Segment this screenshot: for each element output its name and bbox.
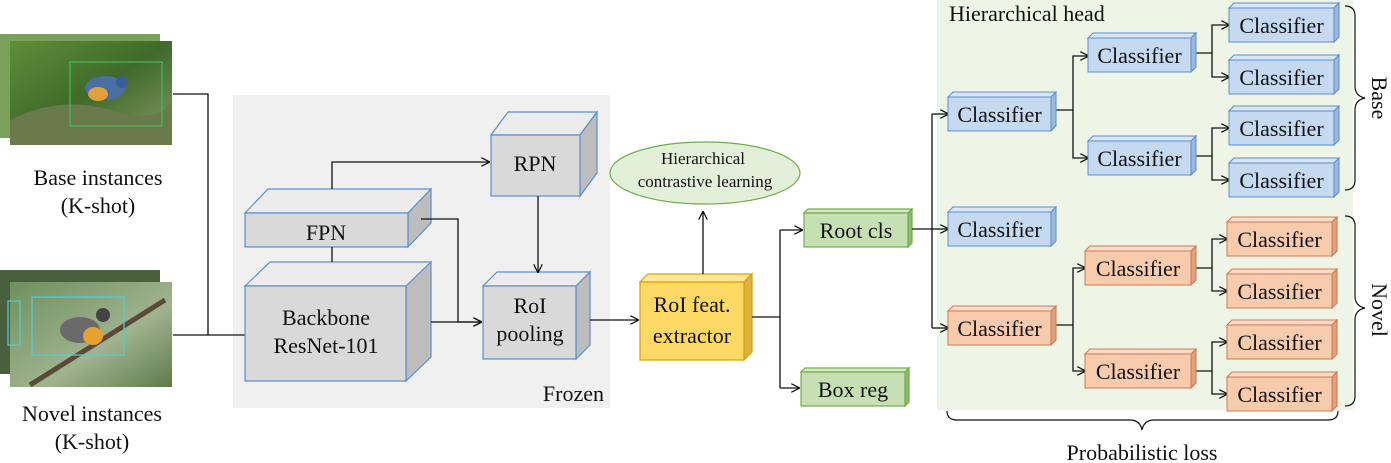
frozen-label: Frozen <box>543 381 604 406</box>
leaf-arrow-4 <box>1211 156 1229 180</box>
fpn-label: FPN <box>306 220 346 245</box>
backbone-label: Backbone <box>282 305 370 330</box>
classifier-label: Classifier <box>957 217 1042 242</box>
root-cls-block <box>802 207 914 249</box>
roi-pooling-label: RoI <box>514 293 547 318</box>
classifier-base-leaf-3: Classifier <box>1227 104 1341 147</box>
roi-extractor-label-2: extractor <box>653 323 732 348</box>
leaf-arrow-5 <box>1195 239 1227 269</box>
classifier-novel-leaf-4: Classifier <box>1225 370 1339 413</box>
classifier-label: Classifier <box>1239 65 1324 90</box>
classifier-base-leaf-4: Classifier <box>1227 156 1341 199</box>
contrastive-label-2: contrastive learning <box>638 172 773 191</box>
classifier-label: Classifier <box>1096 359 1181 384</box>
rpn-label: RPN <box>514 151 557 176</box>
classifier-novel-l2b: Classifier <box>1083 347 1198 390</box>
classifier-novel-leaf-1: Classifier <box>1225 215 1339 258</box>
classifier-novel-l2a: Classifier <box>1083 244 1198 287</box>
base-instances-label: Base instances <box>34 165 163 190</box>
fpn-block <box>243 187 433 249</box>
classifier-label: Classifier <box>1237 382 1322 407</box>
classifier-label: Classifier <box>1237 227 1322 252</box>
fpn-to-rpn-arrow <box>331 162 489 189</box>
rpn-block <box>489 110 599 198</box>
classifier-novel-leaf-3: Classifier <box>1225 318 1339 361</box>
classifier-label: Classifier <box>1097 146 1182 171</box>
backbone-block <box>243 260 433 383</box>
classifier-label: Classifier <box>957 102 1042 127</box>
roi-pooling-block <box>481 270 592 361</box>
novel-l1-down-arrow <box>1072 325 1085 371</box>
classifier-label: Classifier <box>1097 43 1182 68</box>
classifier-label: Classifier <box>1239 168 1324 193</box>
hierarchical-head-title: Hierarchical head <box>949 1 1105 26</box>
classifier-base-leaf-1: Classifier <box>1227 1 1341 44</box>
base-l1-up-arrow <box>1055 56 1088 111</box>
leaf-arrow-1 <box>1195 25 1229 54</box>
leaf-arrow-6 <box>1211 268 1227 291</box>
backbone-model-label: ResNet-101 <box>273 333 378 358</box>
classifier-base-l2b: Classifier <box>1086 134 1198 177</box>
classifier-label: Classifier <box>1237 330 1322 355</box>
roi-extractor-label: RoI feat. <box>654 292 731 317</box>
novel-instances-label: Novel instances <box>22 401 162 426</box>
classifier-base-leaf-2: Classifier <box>1227 53 1341 96</box>
novel-instances-image <box>0 270 172 388</box>
leaf-arrow-3 <box>1195 128 1229 157</box>
leaf-arrow-2 <box>1211 53 1229 77</box>
classifier-base-l2a: Classifier <box>1086 31 1198 74</box>
novel-group-brace <box>1344 215 1366 407</box>
novel-instances-shot: (K-shot) <box>55 429 130 454</box>
classifier-base-l1: Classifier <box>946 90 1058 133</box>
base-group-label: Base <box>1367 77 1391 120</box>
classifier-label: Classifier <box>957 316 1042 341</box>
classifier-mid-l1: Classifier <box>946 205 1058 248</box>
roi-feature-extractor-block <box>638 272 754 362</box>
classifier-novel-leaf-2: Classifier <box>1225 267 1339 310</box>
classifier-label: Classifier <box>1237 279 1322 304</box>
roi-pooling-label-2: pooling <box>496 321 563 346</box>
base-group-brace <box>1344 5 1366 191</box>
classifier-novel-l1: Classifier <box>946 304 1058 347</box>
leaf-arrow-8 <box>1211 371 1227 394</box>
probabilistic-loss-label: Probabilistic loss <box>1067 440 1218 463</box>
root-cls-label: Root cls <box>820 218 893 243</box>
box-reg-block <box>799 366 911 408</box>
base-instances-image <box>0 34 172 145</box>
contrastive-learning-ellipse <box>609 141 801 205</box>
contrastive-label: Hierarchical <box>661 149 745 168</box>
base-instances-shot: (K-shot) <box>61 193 136 218</box>
loss-brace <box>946 410 1339 431</box>
novel-l1-up-arrow <box>1055 268 1085 326</box>
box-reg-label: Box reg <box>818 377 888 402</box>
classifier-nodes: ClassifierClassifierClassifierClassifier… <box>946 1 1341 413</box>
base-to-backbone-connector <box>173 93 209 335</box>
classifier-label: Classifier <box>1096 256 1181 281</box>
classifier-label: Classifier <box>1239 116 1324 141</box>
base-l1-down-arrow <box>1072 110 1088 158</box>
classifier-label: Classifier <box>1239 13 1324 38</box>
novel-group-label: Novel <box>1367 283 1391 337</box>
leaf-arrow-7 <box>1195 342 1227 372</box>
